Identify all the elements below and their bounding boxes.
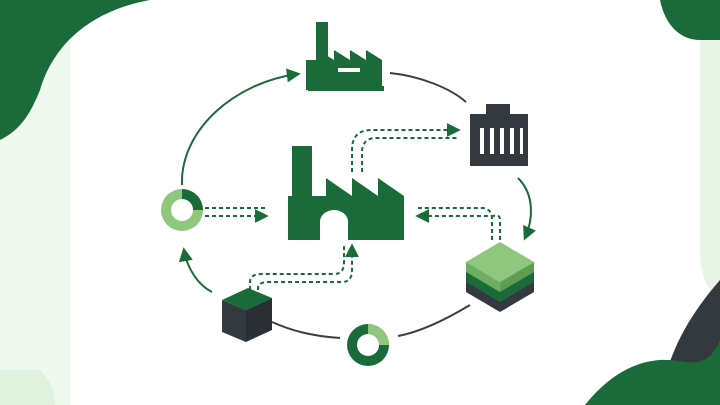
cycle-arc-bottom-right xyxy=(397,304,471,337)
cycle-arc-right xyxy=(517,177,536,241)
dashed-flow-layers-to-center-2 xyxy=(415,209,501,240)
donut-ring-icon-left xyxy=(161,189,203,231)
stacked-layers-icon xyxy=(466,242,534,312)
dashed-flow-box-to-center xyxy=(249,246,345,290)
corner-shape-bottom-right-green xyxy=(585,340,720,405)
cycle-arc-left-top xyxy=(180,68,301,186)
warehouse-building-icon xyxy=(470,104,528,166)
donut-ring-icon xyxy=(347,324,389,366)
central-factory-icon xyxy=(288,146,404,240)
small-factory-icon xyxy=(306,22,384,91)
storage-box-icon xyxy=(222,288,272,342)
cycle-path xyxy=(178,68,536,339)
cycle-arc-left-bottom xyxy=(178,247,213,293)
dashed-flows xyxy=(205,123,501,290)
dashed-flow-box-to-center-2 xyxy=(257,243,359,290)
corner-shape-top-right xyxy=(660,0,720,40)
corner-shape-bottom-left-pale xyxy=(0,370,55,405)
dashed-flow-layers-to-center xyxy=(418,207,493,240)
dashed-flow-center-to-warehouse xyxy=(351,123,461,172)
corner-shape-right-pale xyxy=(700,40,720,300)
cycle-arc-bottom-left xyxy=(271,321,341,339)
cycle-arc-top-right xyxy=(389,72,467,103)
dashed-flow-center-to-warehouse-2 xyxy=(361,137,458,172)
corner-shape-top-left xyxy=(0,0,150,140)
